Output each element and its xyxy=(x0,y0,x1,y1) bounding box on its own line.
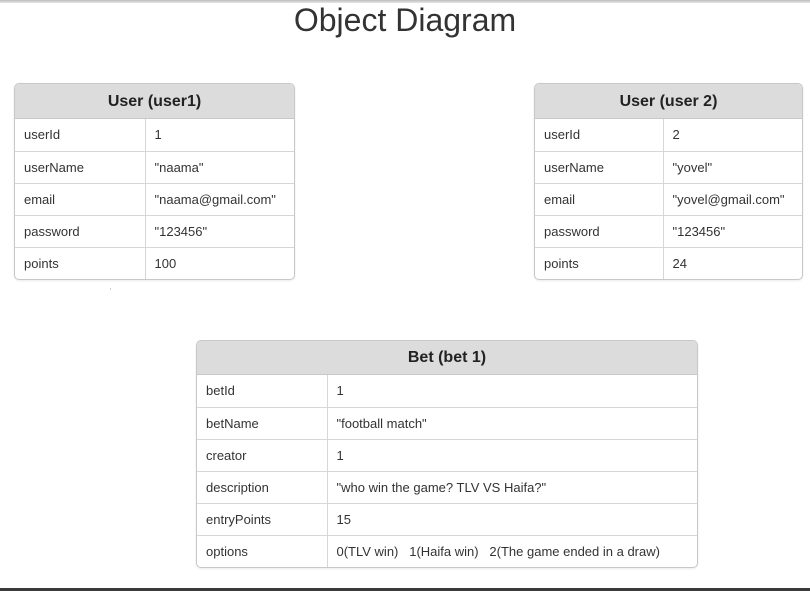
attribute-key: creator xyxy=(197,438,328,471)
object-header: User (user 2) xyxy=(535,84,802,119)
attribute-row: description "who win the game? TLV VS Ha… xyxy=(197,470,697,503)
attribute-row: creator 1 xyxy=(197,438,697,471)
attribute-row: email "naama@gmail.com" xyxy=(15,182,294,215)
attribute-key: userId xyxy=(535,119,664,151)
attribute-row: userId 1 xyxy=(15,119,294,151)
attribute-value: "yovel" xyxy=(663,150,802,183)
attribute-value: "who win the game? TLV VS Haifa?" xyxy=(327,470,697,503)
object-bet1: Bet (bet 1) betId 1 betName "football ma… xyxy=(196,340,698,568)
attribute-key: userName xyxy=(535,150,664,183)
attribute-row: points 100 xyxy=(15,246,294,279)
attribute-row: userName "naama" xyxy=(15,150,294,183)
attribute-row: password "123456" xyxy=(15,214,294,247)
attribute-key: options xyxy=(197,534,328,567)
attribute-value: "naama@gmail.com" xyxy=(145,182,294,215)
attribute-row: entryPoints 15 xyxy=(197,502,697,535)
attribute-key: password xyxy=(535,214,664,247)
object-header: Bet (bet 1) xyxy=(197,341,697,375)
attribute-value: "123456" xyxy=(145,214,294,247)
attribute-table: betId 1 betName "football match" creator… xyxy=(197,375,697,567)
attribute-value: 24 xyxy=(663,246,802,279)
attribute-row: points 24 xyxy=(535,246,802,279)
attribute-value: 2 xyxy=(672,127,680,143)
attribute-key: password xyxy=(15,214,146,247)
attribute-key: points xyxy=(15,246,146,279)
attribute-row: email "yovel@gmail.com" xyxy=(535,182,802,215)
attribute-key: description xyxy=(197,470,328,503)
stray-dot xyxy=(110,288,111,290)
attribute-row: options 0(TLV win) 1(Haifa win) 2(The ga… xyxy=(197,534,697,567)
attribute-value: 1 xyxy=(327,438,697,471)
attribute-value: 1 xyxy=(336,383,344,399)
attribute-row: betName "football match" xyxy=(197,406,697,439)
attribute-key: betName xyxy=(197,406,328,439)
object-user1: User (user1) userId 1 userName "naama" e… xyxy=(14,83,295,280)
attribute-key: entryPoints xyxy=(197,502,328,535)
attribute-value: "yovel@gmail.com" xyxy=(663,182,802,215)
attribute-value: 1 xyxy=(154,127,162,143)
attribute-key: userName xyxy=(15,150,146,183)
top-border xyxy=(0,0,810,3)
attribute-value: "football match" xyxy=(327,406,697,439)
attribute-value: 0(TLV win) 1(Haifa win) 2(The game ended… xyxy=(327,534,697,567)
attribute-row: betId 1 xyxy=(197,375,697,407)
object-header: User (user1) xyxy=(15,84,294,119)
attribute-row: userName "yovel" xyxy=(535,150,802,183)
attribute-key: points xyxy=(535,246,664,279)
attribute-value: "123456" xyxy=(663,214,802,247)
object-user2: User (user 2) userId 2 userName "yovel" … xyxy=(534,83,803,280)
attribute-table: userId 2 userName "yovel" email "yovel@g… xyxy=(535,119,802,279)
attribute-key: email xyxy=(535,182,664,215)
attribute-key: email xyxy=(15,182,146,215)
attribute-key: userId xyxy=(15,119,146,151)
attribute-row: password "123456" xyxy=(535,214,802,247)
bottom-border xyxy=(0,588,810,591)
diagram-title: Object Diagram xyxy=(293,2,517,38)
attribute-key: betId xyxy=(197,375,328,407)
attribute-row: userId 2 xyxy=(535,119,802,151)
attribute-value: 100 xyxy=(145,246,294,279)
attribute-value: "naama" xyxy=(145,150,294,183)
attribute-value: 15 xyxy=(327,502,697,535)
attribute-table: userId 1 userName "naama" email "naama@g… xyxy=(15,119,294,279)
